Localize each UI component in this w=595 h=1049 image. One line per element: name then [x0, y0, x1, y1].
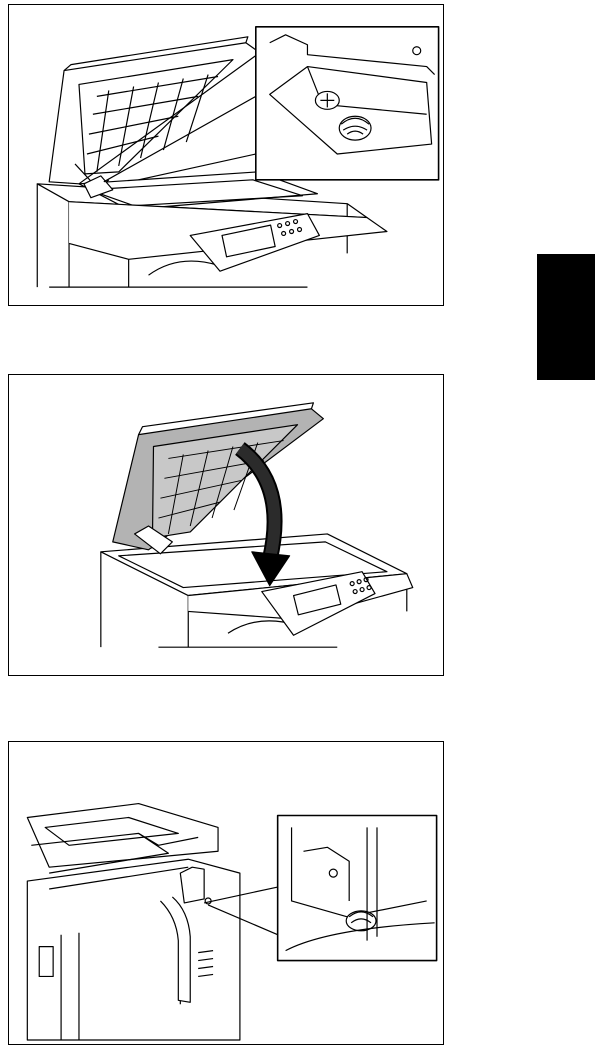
illustration-adf-closing: [8, 374, 444, 676]
figure-2-drawing: [9, 375, 443, 675]
figure-3-drawing: [9, 742, 443, 1044]
section-thumb-tab: [537, 254, 595, 380]
illustration-rear-side-screw-detail: [8, 741, 444, 1045]
illustration-adf-open-screw-detail: [8, 4, 444, 306]
figure-1-drawing: [9, 5, 443, 305]
